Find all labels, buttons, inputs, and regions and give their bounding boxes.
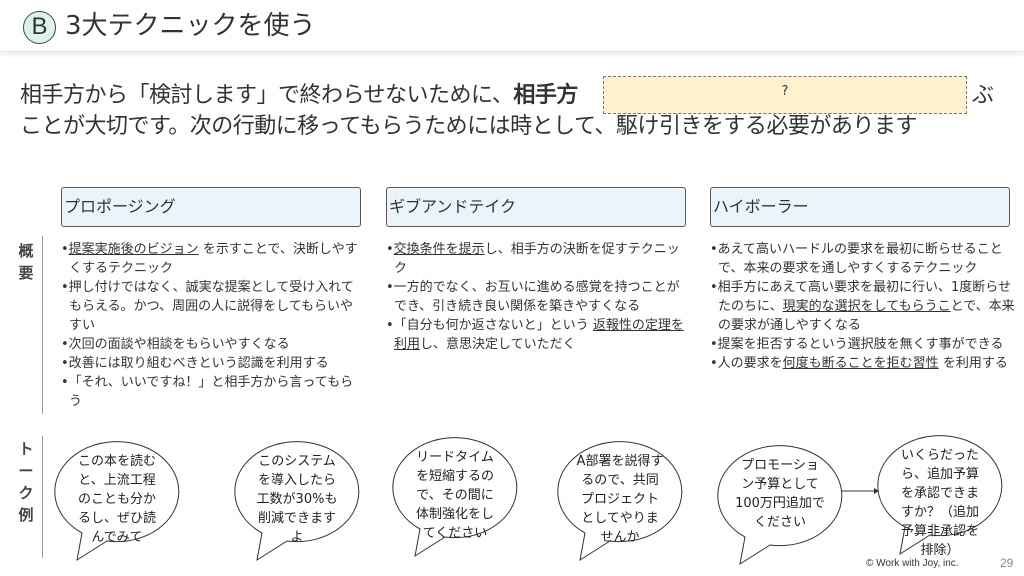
bullet-item: •「それ、いいですね！」と相手方から言ってもらう: [61, 373, 366, 411]
column-title-proposing: プロポージング: [61, 187, 361, 227]
bullet-text: •: [386, 242, 394, 257]
speech-bubble-shape: [557, 441, 683, 562]
bullet-text: •「それ、いいですね！」と相手方から言ってもらう: [61, 375, 354, 409]
lead-bold: 相手方: [513, 83, 578, 108]
bullet-item: •提案実施後のビジョン を示すことで、決断しやすくするテクニック: [61, 240, 366, 278]
bullet-text: を利用する: [938, 356, 1008, 371]
lead-line1-end: ぶ: [972, 83, 995, 108]
column-title-give-and-take: ギブアンドテイク: [386, 187, 686, 227]
speech-bubble: プロモーション予算として100万円追加でください: [715, 442, 845, 566]
speech-bubble: この本を読むと、上流工程のことも分かるし、ぜひ読んでみて: [52, 438, 182, 562]
speech-bubble-shape: [54, 441, 180, 562]
bullet-text: •一方的でなく、お互いに進める感覚を持つことができ、引き続き良い関係を築きやすく…: [386, 280, 680, 314]
bullet-item: •改善には取り組むべきという認識を利用する: [61, 354, 366, 373]
bullet-item: •「自分も何か返さないと」という 返報性の定理を利用し、意思決定していただく: [386, 316, 691, 354]
bullet-text: •「自分も何か返さないと」という: [386, 318, 593, 333]
emphasis-text: 提案実施後のビジョン: [68, 242, 199, 257]
bullet-text: •人の要求を: [710, 356, 783, 371]
bullet-text: •あえて高いハードルの要求を最初に断らせることで、本来の要求を通しやすくするテク…: [710, 242, 1003, 276]
emphasis-text: 返報性の定理を利用: [394, 318, 684, 352]
talk-label: トーク例: [18, 440, 34, 524]
bullet-item: •押し付けではなく、誠実な提案として受け入れてもらえる。かつ、周囲の人に説得をし…: [61, 278, 366, 335]
lead-line2: ことが大切です。次の行動に移ってもらうためには時として、駆け引きをする必要があり…: [20, 114, 917, 139]
bullet-text: し、意思決定していただく: [420, 337, 576, 352]
arrow-icon: [842, 488, 879, 494]
bullet-text: •: [61, 242, 69, 257]
bullet-item: •次回の面談や相談をもらいやすくなる: [61, 335, 366, 354]
summary-label: 概要: [18, 242, 34, 282]
divider: [42, 236, 43, 414]
talk-text: このシステムを導入したら工数が30%も削減できますよ: [256, 454, 338, 545]
bullet-item: •交換条件を提示し、相手方の決断を促すテクニック: [386, 240, 691, 278]
bullet-item: •一方的でなく、お互いに進める感覚を持つことができ、引き続き良い関係を築きやすく…: [386, 278, 691, 316]
emphasis-text: 現実的な選択をしてもらうこ: [782, 299, 951, 314]
speech-bubble-shape: [392, 437, 518, 558]
talk-text: この本を読むと、上流工程のことも分かるし、ぜひ読んでみて: [77, 454, 156, 545]
talk-text: リードタイムを短縮するので、その間に体制強化をしてください: [415, 450, 494, 541]
speech-bubble-shape: [234, 441, 360, 562]
speech-bubble-shape: [717, 445, 843, 566]
bullet-item: •あえて高いハードルの要求を最初に断らせることで、本来の要求を通しやすくするテク…: [710, 240, 1015, 278]
column-summary-give-and-take: •交換条件を提示し、相手方の決断を促すテクニック•一方的でなく、お互いに進める感…: [386, 240, 691, 354]
slide-title: 3大テクニックを使う: [65, 11, 316, 41]
divider: [42, 436, 43, 558]
column-title-highballer: ハイボーラー: [710, 187, 1010, 227]
bullet-text: し、相手方の決断を促すテクニック: [394, 242, 680, 276]
bullet-text: を示すことで、決断しやすくするテクニック: [69, 242, 358, 276]
bullet-item: •人の要求を何度も断ることを拒む習性 を利用する: [710, 354, 1015, 373]
bullet-item: •提案を拒否するという選択肢を無くす事ができる: [710, 335, 1015, 354]
copyright: © Work with Joy, inc.: [866, 558, 959, 569]
lead-line1: 相手方から「検討します」で終わらせないために、: [20, 83, 514, 108]
speech-bubble: A部署を説得するので、共同プロジェクトとしてやりませんか: [555, 438, 685, 562]
speech-bubble: いくらだったら、追加予算を承認できますか？（追加予算非承認を排除）: [875, 432, 1005, 558]
talk-text: プロモーション予算として100万円追加でください: [735, 458, 825, 530]
bullet-text: •次回の面談や相談をもらいやすくなる: [61, 337, 290, 352]
emphasis-text: 何度も断ることを拒む習性: [782, 356, 939, 371]
talk-text: いくらだったら、追加予算を承認できますか？（追加予算非承認を排除）: [900, 448, 979, 558]
talk-text: A部署を説得するので、共同プロジェクトとしてやりませんか: [576, 454, 664, 545]
speech-bubble: このシステムを導入したら工数が30%も削減できますよ: [232, 438, 362, 562]
emphasis-text: 交換条件を提示: [393, 242, 485, 257]
bullet-item: •相手方にあえて高い要求を最初に行い、1度断らせたのちに、現実的な選択をしてもら…: [710, 278, 1015, 335]
column-summary-highballer: •あえて高いハードルの要求を最初に断らせることで、本来の要求を通しやすくするテク…: [710, 240, 1015, 373]
bullet-text: •押し付けではなく、誠実な提案として受け入れてもらえる。かつ、周囲の人に説得をし…: [61, 280, 354, 333]
hidden-text-placeholder[interactable]: ?: [603, 76, 967, 114]
speech-bubble: リードタイムを短縮するので、その間に体制強化をしてください: [390, 434, 520, 558]
speech-bubble-shape: [877, 435, 1003, 556]
bullet-text: •提案を拒否するという選択肢を無くす事ができる: [710, 337, 1004, 352]
slide-header: B 3大テクニックを使う: [0, 0, 1024, 52]
column-summary-proposing: •提案実施後のビジョン を示すことで、決断しやすくするテクニック•押し付けではな…: [61, 240, 366, 411]
bullet-text: •改善には取り組むべきという認識を利用する: [61, 356, 329, 371]
section-badge: B: [23, 11, 56, 44]
lead-text: 相手方から「検討します」で終わらせないために、相手方 ことが大切です。次の行動に…: [20, 80, 1020, 142]
bullet-text: •相手方にあえて高い要求を最初に行い、1度断らせたのちに、: [710, 280, 1012, 314]
page-number: 29: [1000, 556, 1014, 570]
bullet-text: とで、本来の要求が通しやすくなる: [718, 299, 1015, 333]
